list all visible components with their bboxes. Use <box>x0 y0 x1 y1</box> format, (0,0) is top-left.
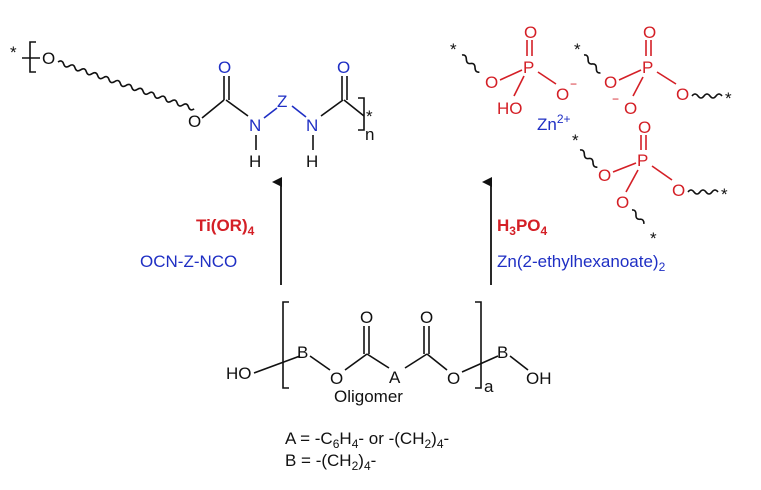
zp2-oxygen-top: O <box>643 23 656 42</box>
olig-oxygen-ester-2: O <box>447 369 460 388</box>
pu-z-atom: Z <box>277 92 287 111</box>
pu-bracket-right <box>358 97 365 131</box>
zp1-bond-o-p <box>499 69 523 81</box>
zp3-oxygen-bridge: O <box>598 166 611 185</box>
pu-nitrogen-2: N <box>306 116 318 135</box>
pu-bond-z-n <box>291 105 307 118</box>
zp2-minus: − <box>612 92 619 106</box>
zp2-oxygen-right: O <box>676 85 689 104</box>
olig-bond-b-o <box>309 355 331 371</box>
olig-a-atom: A <box>389 368 401 387</box>
zp2-bond-p-o-minus <box>632 76 644 97</box>
olig-oxygen-ester-1: O <box>330 369 343 388</box>
zp2-star-right: * <box>725 89 732 108</box>
pu-bond-c2-end <box>343 99 365 117</box>
left-catalyst-label: Ti(OR)4 <box>196 216 255 238</box>
zp1-phosphorus: P <box>523 58 534 77</box>
pu-bond-c-n <box>225 99 249 117</box>
pu-oxygen-1: O <box>42 49 55 68</box>
zp1-wavy <box>461 54 480 73</box>
zp2-oxygen-minus: O <box>624 99 637 118</box>
olig-bond-c1-a <box>366 353 390 369</box>
zp3-bond-p-o-right <box>651 165 673 181</box>
olig-bond-o-b <box>461 355 499 373</box>
pu-nitrogen-1: N <box>249 116 261 135</box>
zp1-oxygen-minus: O <box>556 85 569 104</box>
pu-bond-n-c-2 <box>320 99 344 117</box>
zp3-oxygen-bottom: O <box>616 193 629 212</box>
pu-end-star-right: * <box>366 107 373 126</box>
pu-wavy-chain <box>57 60 195 111</box>
olig-carbonyl-oxygen-2: O <box>420 308 433 327</box>
polyurethane-structure: * O O O N H Z N H O * n <box>10 41 374 171</box>
zinc-phosphate-structure: * O P O O − HO * O P O O * O − Zn2+ * O <box>450 23 732 248</box>
right-acid-label: H3PO4 <box>497 216 548 238</box>
pu-repeat-n: n <box>365 125 374 144</box>
olig-bond-a-c2 <box>404 353 428 369</box>
zp2-oxygen-bridge: O <box>604 73 617 92</box>
zp3-star-right: * <box>721 185 728 204</box>
zp1-oxygen-bridge: O <box>485 73 498 92</box>
pu-bracket-left <box>29 41 36 73</box>
zp2-wavy-right <box>691 93 723 99</box>
pu-oxygen-2: O <box>188 112 201 131</box>
zp1-oxygen-top: O <box>524 23 537 42</box>
zp3-oxygen-right: O <box>672 181 685 200</box>
pu-carbonyl-oxygen-1: O <box>218 58 231 77</box>
zp2-bond-p-o-right <box>656 71 677 85</box>
olig-b-atom-left: B <box>297 343 308 362</box>
olig-bond-b-oh <box>509 355 529 371</box>
zp3-star: * <box>572 131 579 150</box>
olig-b-atom-right: B <box>497 343 508 362</box>
olig-bracket-left <box>282 301 289 389</box>
zp2-wavy <box>583 54 601 74</box>
olig-bond-o-c1 <box>344 353 368 371</box>
definition-b: B = -(CH2)4- <box>285 451 376 473</box>
pu-end-star-left: * <box>10 43 17 62</box>
zp3-wavy-right <box>687 189 719 195</box>
zp1-bond-p-oh <box>513 75 525 97</box>
zp3-phosphorus: P <box>637 151 648 170</box>
zinc-ion: Zn2+ <box>537 112 571 134</box>
pu-hydrogen-1: H <box>249 152 261 171</box>
definition-a: A = -C6H4- or -(CH2)4- <box>285 429 449 451</box>
right-reagent-label: Zn(2-ethylhexanoate)2 <box>497 252 666 274</box>
zp2-bond-o-p <box>618 69 642 81</box>
olig-carbonyl-oxygen-1: O <box>360 308 373 327</box>
olig-hydroxyl-right: OH <box>526 369 552 388</box>
pu-carbonyl-oxygen-2: O <box>337 58 350 77</box>
zp3-bond-p-o-bottom <box>625 169 639 193</box>
zp3-oxygen-top: O <box>638 118 651 137</box>
zp3-star-bottom: * <box>650 229 657 248</box>
olig-bond-ho-b <box>253 355 301 374</box>
zp1-bond-p-o-minus <box>537 71 557 85</box>
olig-bond-c2-o <box>426 353 448 371</box>
pu-bond-n-z <box>263 107 278 119</box>
zp2-star: * <box>574 40 581 59</box>
zp2-phosphorus: P <box>642 58 653 77</box>
zp3-wavy-bottom <box>631 209 645 224</box>
zp1-hydroxyl: HO <box>497 99 523 118</box>
oligomer-structure: HO B O O A O O a B OH Oligomer <box>226 301 552 406</box>
zp1-star: * <box>450 40 457 59</box>
zp3-wavy <box>579 149 598 168</box>
olig-repeat-a: a <box>484 377 494 396</box>
pu-bond-o-c <box>201 99 225 119</box>
oligomer-name: Oligomer <box>334 387 403 406</box>
zp3-bond-o-p <box>612 162 637 173</box>
zp1-minus: − <box>570 77 577 91</box>
left-reagent-label: OCN-Z-NCO <box>140 252 237 271</box>
olig-hydroxyl-left: HO <box>226 364 252 383</box>
pu-hydrogen-2: H <box>306 152 318 171</box>
olig-bracket-right <box>475 301 482 389</box>
